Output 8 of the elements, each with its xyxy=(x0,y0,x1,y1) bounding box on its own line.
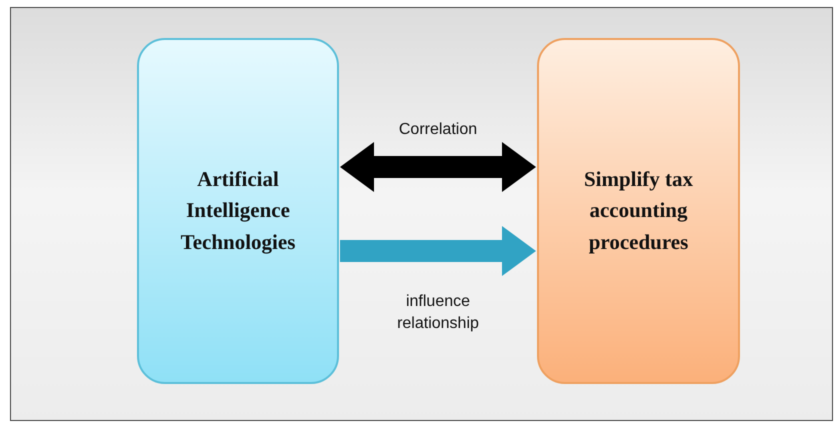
box-text: Simplify tax accounting procedures xyxy=(582,166,694,256)
arrow xyxy=(340,226,536,276)
box-text: Artificial Intelligence Technologies xyxy=(180,166,296,256)
rounded-box xyxy=(137,38,339,384)
edge-label: Correlation xyxy=(398,120,478,140)
rounded-box xyxy=(537,38,740,384)
edge-label: influence relationship xyxy=(396,292,480,334)
double-arrow xyxy=(340,142,536,192)
